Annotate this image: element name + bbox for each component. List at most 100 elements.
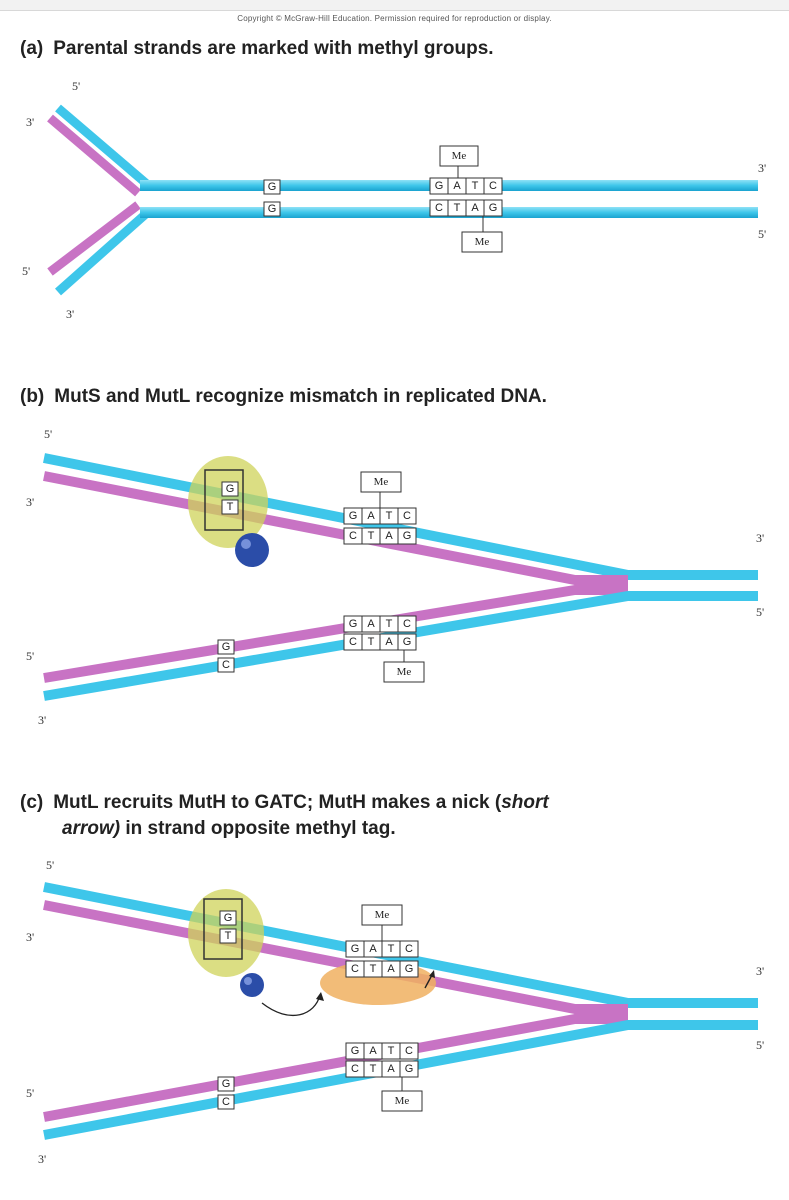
- svg-text:A: A: [387, 963, 395, 975]
- svg-text:A: A: [387, 1063, 395, 1075]
- panel-c-label: (c): [20, 792, 44, 813]
- methyl-tag-lower-label: Me: [397, 666, 412, 678]
- svg-text:T: T: [368, 530, 375, 542]
- lower-base-bottom-label: C: [222, 1096, 230, 1108]
- methyl-tag-top-label: Me: [452, 150, 467, 162]
- methyl-tag-top: [439, 145, 479, 167]
- lower-arm-daughter-strand: [47, 201, 141, 276]
- svg-text:T: T: [368, 636, 375, 648]
- methyl-tag-lower: [383, 661, 425, 683]
- lower-base-top: [217, 1076, 235, 1092]
- upper-daughter-strand: [43, 471, 628, 585]
- svg-text:G: G: [351, 943, 360, 955]
- end-label-a-top-3: 3': [26, 115, 34, 129]
- svg-text:T: T: [370, 963, 377, 975]
- panel-b-label: (b): [20, 386, 45, 407]
- mismatch-base-bottom: [219, 928, 237, 944]
- methyl-tag-bottom-label: Me: [475, 236, 490, 248]
- end-label-b-right-5: 5': [756, 605, 764, 619]
- lower-base-bottom: [217, 657, 235, 673]
- svg-text:T: T: [388, 943, 395, 955]
- panel-a-label: (a): [20, 38, 44, 59]
- svg-text:A: A: [369, 943, 377, 955]
- mismatch-bracket: [204, 469, 244, 531]
- mismatch-base-top: [263, 179, 281, 195]
- svg-text:T: T: [454, 202, 461, 214]
- end-label-c-top-3: 3': [26, 930, 34, 944]
- end-label-a-right-3: 3': [758, 161, 766, 175]
- svg-text:G: G: [349, 618, 358, 630]
- svg-text:A: A: [471, 202, 479, 214]
- gatc-bottom-sequence: C T A G: [343, 527, 417, 545]
- mutl-protein: [235, 533, 269, 567]
- svg-text:G: G: [405, 963, 414, 975]
- svg-text:C: C: [351, 963, 359, 975]
- svg-text:C: C: [489, 180, 497, 192]
- svg-text:C: C: [403, 510, 411, 522]
- top-toolbar-strip: [0, 0, 789, 11]
- svg-text:A: A: [385, 530, 393, 542]
- mismatch-base-top-label: G: [268, 181, 277, 193]
- copyright-notice: Copyright © McGraw-Hill Education. Permi…: [237, 14, 552, 23]
- end-label-c-bot-5: 5': [26, 1086, 34, 1100]
- lower-gatc-top-sequence: G A T C: [345, 1042, 419, 1060]
- end-label-b-top-3: 3': [26, 495, 34, 509]
- lower-gatc-top-sequence: G A T C: [343, 615, 417, 633]
- methyl-tag-lower: [381, 1090, 423, 1112]
- lower-arm-parental-strand: [55, 208, 151, 296]
- panel-a-caption: Parental strands are marked with methyl …: [53, 38, 494, 59]
- mismatch-base-bottom-label: T: [227, 501, 234, 513]
- svg-text:G: G: [403, 636, 412, 648]
- mismatch-base-bottom: [221, 499, 239, 515]
- end-label-c-top-5: 5': [46, 858, 54, 872]
- mutl-protein: [240, 973, 264, 997]
- svg-text:C: C: [351, 1063, 359, 1075]
- methyl-tag-top: [360, 471, 402, 493]
- panel-a-title: (a) Parental strands are marked with meth…: [20, 36, 494, 62]
- end-label-a-bot-3: 3': [66, 307, 74, 321]
- panel-c-caption-em1: short: [501, 792, 549, 813]
- recruitment-arrow: [261, 994, 321, 1017]
- gatc-top-sequence: G A T C: [345, 940, 419, 958]
- mismatch-base-top-label: G: [226, 483, 235, 495]
- end-label-b-right-3: 3': [756, 531, 764, 545]
- nick-arrowhead: [429, 970, 435, 978]
- lower-base-top: [217, 639, 235, 655]
- svg-text:A: A: [369, 1045, 377, 1057]
- end-label-a-right-5: 5': [758, 227, 766, 241]
- end-label-b-bot-3: 3': [38, 713, 46, 727]
- svg-text:G: G: [403, 530, 412, 542]
- recruitment-arrowhead: [316, 992, 324, 1001]
- panel-c-title: (c)MutL recruits MutH to GATC; MutH make…: [20, 790, 760, 842]
- lower-daughter-strand: [43, 585, 628, 683]
- lower-gatc-bottom-sequence: C T A G: [345, 1060, 419, 1078]
- gatc-bottom-sequence: C T A G: [345, 960, 419, 978]
- svg-text:T: T: [386, 618, 393, 630]
- methyl-tag-top-label: Me: [375, 909, 390, 921]
- svg-text:G: G: [405, 1063, 414, 1075]
- lower-gatc-bottom-sequence: C T A G: [343, 633, 417, 651]
- upper-arm-daughter-strand: [47, 114, 141, 197]
- end-label-c-right-5: 5': [756, 1038, 764, 1052]
- nick-arrow: [424, 974, 433, 989]
- lower-parental-strand: [43, 1020, 758, 1140]
- mismatch-base-top: [219, 910, 237, 926]
- end-label-a-bot-5: 5': [22, 264, 30, 278]
- lower-base-top-label: G: [222, 1078, 231, 1090]
- svg-text:T: T: [388, 1045, 395, 1057]
- svg-text:A: A: [367, 618, 375, 630]
- end-label-a-top-5: 5': [72, 79, 80, 93]
- panel-c-caption-em2: arrow): [62, 818, 121, 839]
- panel-b-caption: MutS and MutL recognize mismatch in repl…: [54, 386, 547, 407]
- svg-text:T: T: [472, 180, 479, 192]
- svg-text:G: G: [435, 180, 444, 192]
- svg-text:T: T: [386, 510, 393, 522]
- svg-text:G: G: [489, 202, 498, 214]
- lower-base-bottom: [217, 1094, 235, 1110]
- methyl-tag-top-label: Me: [374, 476, 389, 488]
- methyl-tag-top: [361, 904, 403, 926]
- svg-text:G: G: [351, 1045, 360, 1057]
- panel-c-diagram: G T G A T C C T A G Me G C G A T C C T A: [26, 858, 764, 1166]
- mismatch-base-bottom-label: T: [225, 930, 232, 942]
- svg-text:C: C: [405, 1045, 413, 1057]
